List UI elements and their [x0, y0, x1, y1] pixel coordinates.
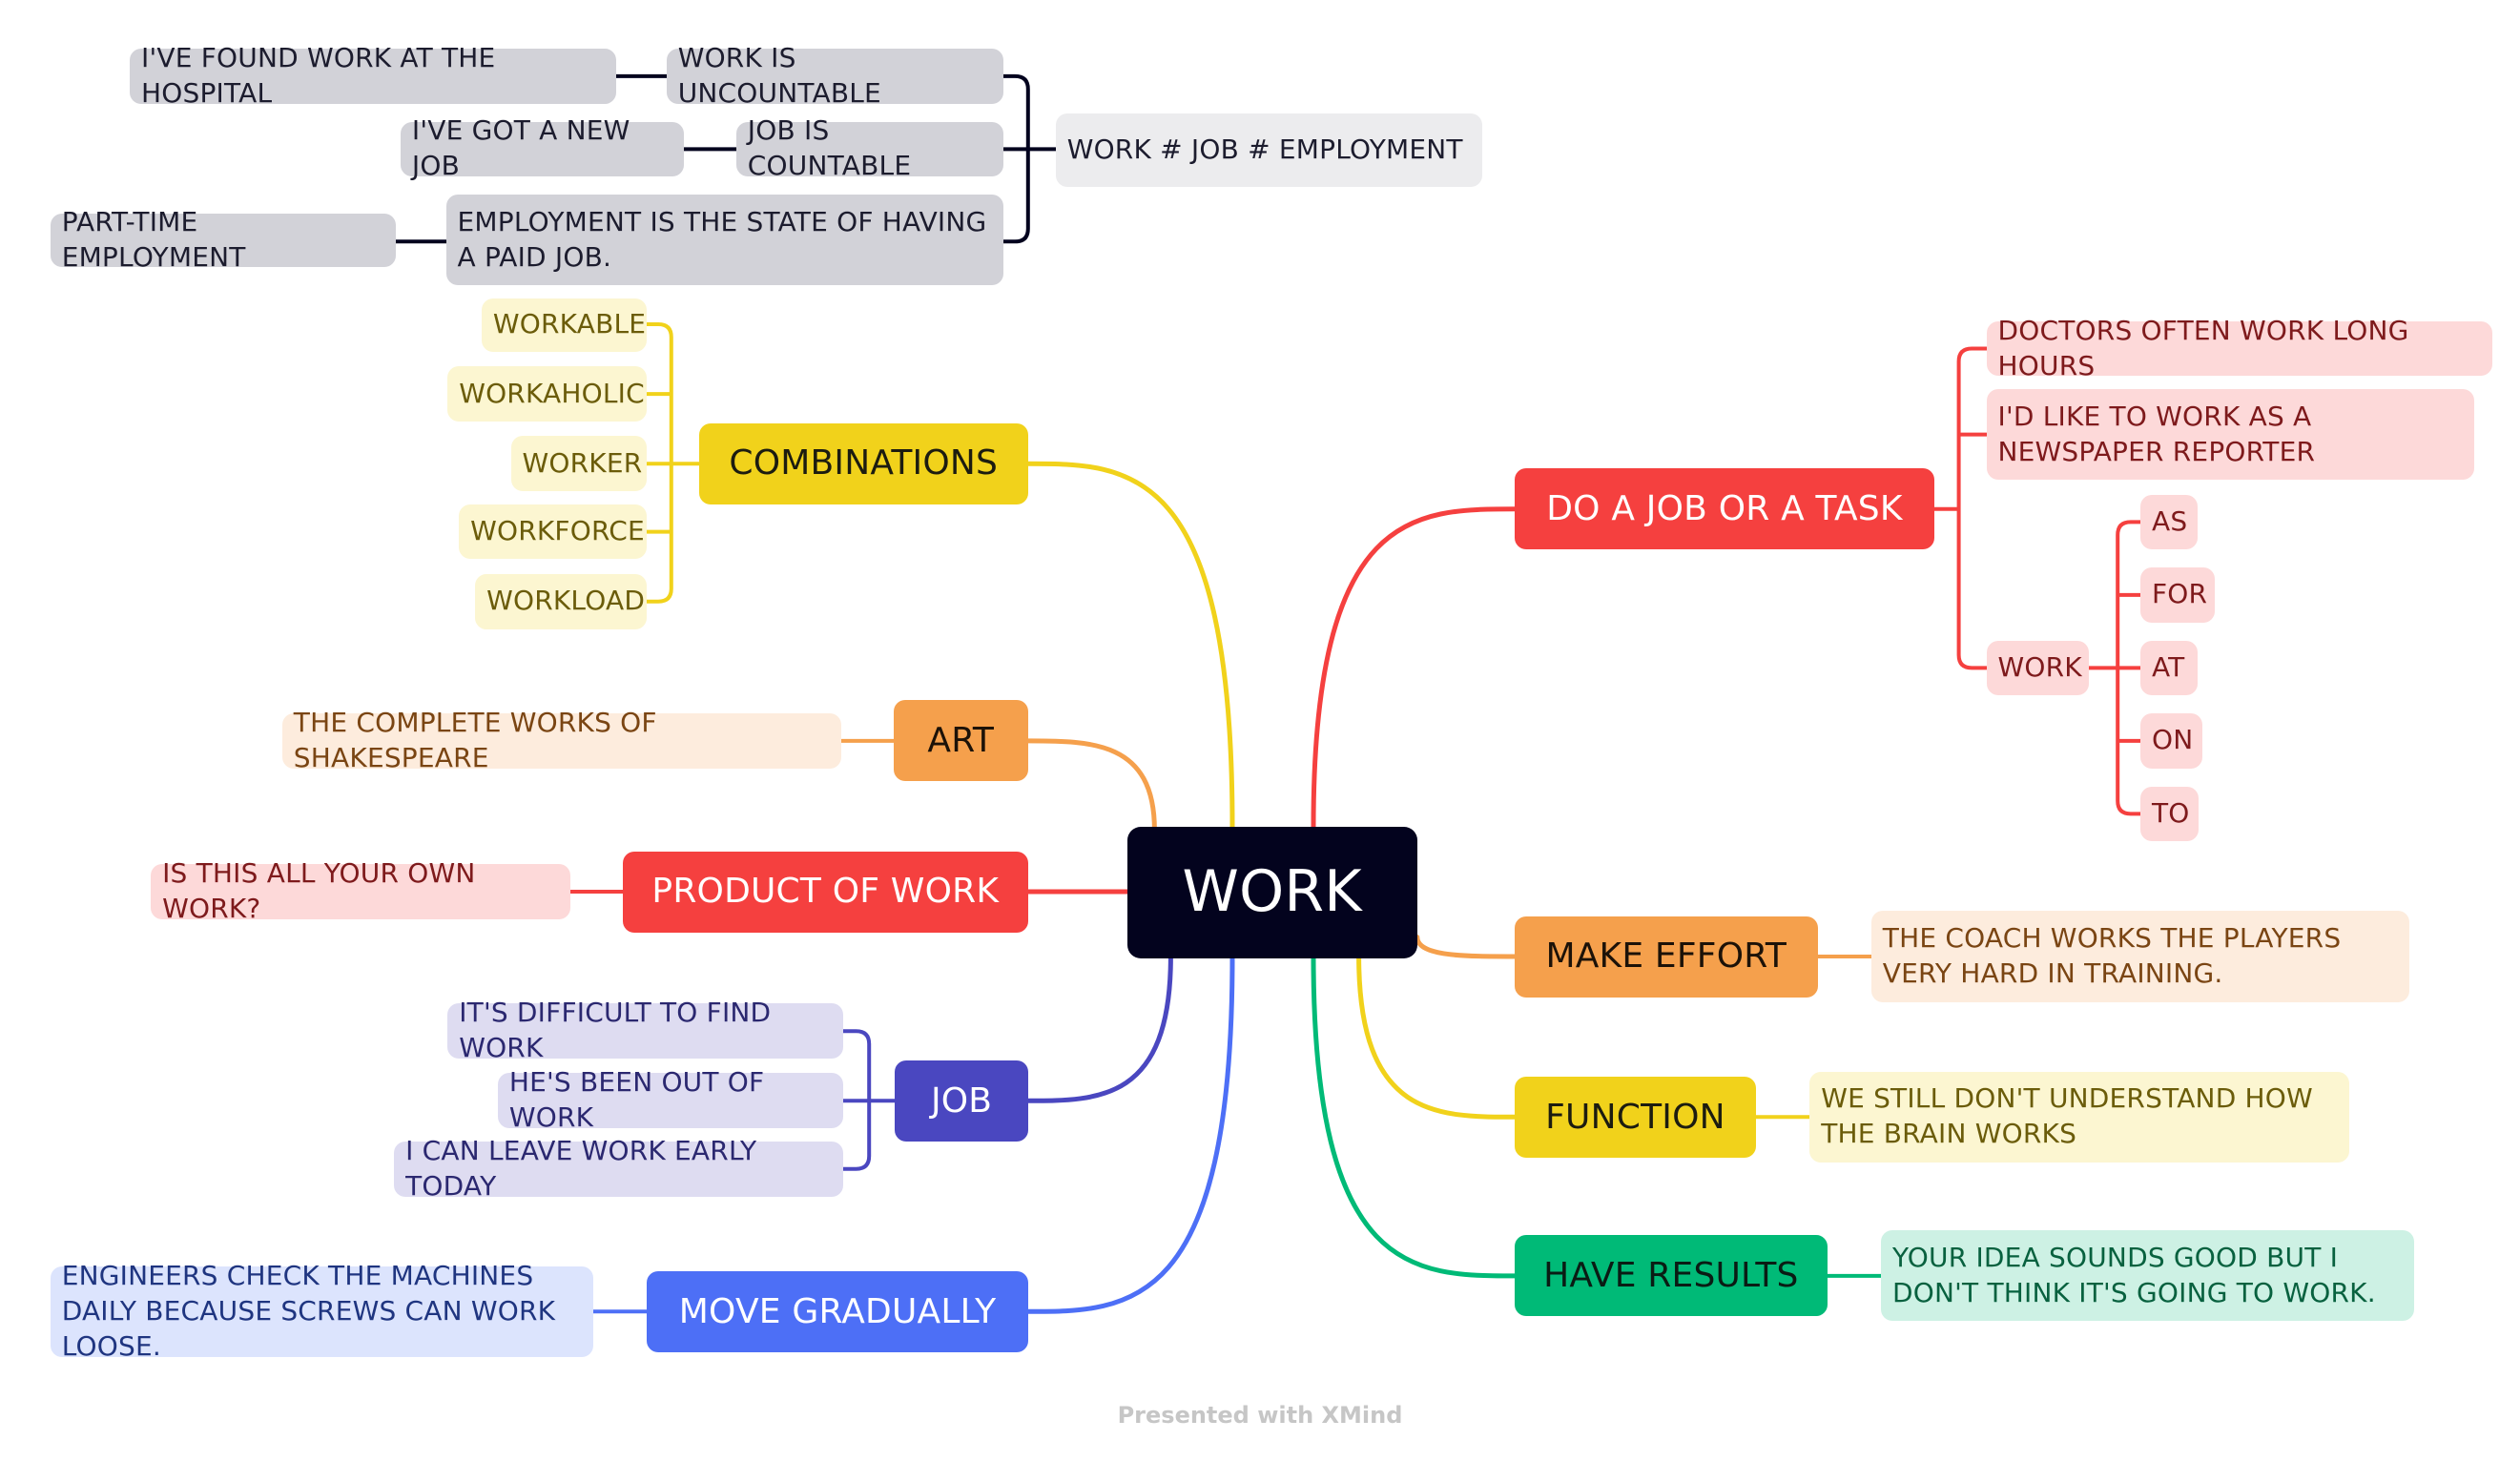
branch-job[interactable]: JOB: [895, 1060, 1028, 1142]
branch-have-results[interactable]: HAVE RESULTS: [1514, 1235, 1828, 1317]
product-example[interactable]: IS THIS ALL YOUR OWN WORK?: [151, 857, 571, 924]
branch-combinations[interactable]: COMBINATIONS: [698, 422, 1028, 504]
wire-task: [1311, 506, 1518, 830]
top-cluster-title[interactable]: WORK # JOB # EMPLOYMENT: [1055, 113, 1482, 187]
art-example[interactable]: THE COMPLETE WORKS OF SHAKESPEARE: [281, 707, 842, 773]
wire-move: [1025, 954, 1235, 1314]
job-example-3[interactable]: I CAN LEAVE WORK EARLY TODAY: [394, 1135, 843, 1202]
top-item-employment[interactable]: EMPLOYMENT IS THE STATE OF HAVING A PAID…: [445, 195, 1004, 286]
combo-workaholic[interactable]: WORKAHOLIC: [447, 366, 648, 422]
wire-top-cluster: [1002, 73, 1058, 244]
combo-worker[interactable]: WORKER: [510, 436, 648, 492]
wire-job: [1025, 954, 1173, 1103]
function-example[interactable]: WE STILL DON'T UNDERSTAND HOW THE BRAIN …: [1809, 1071, 2350, 1163]
combo-workable[interactable]: WORKABLE: [481, 298, 648, 352]
branch-do-a-job[interactable]: DO A JOB OR A TASK: [1514, 468, 1935, 550]
results-example[interactable]: YOUR IDEA SOUNDS GOOD BUT I DON'T THINK …: [1881, 1230, 2415, 1322]
branch-move-gradually[interactable]: MOVE GRADUALLY: [647, 1270, 1028, 1352]
job-example-1[interactable]: IT'S DIFFICULT TO FIND WORK: [447, 997, 843, 1063]
move-example[interactable]: ENGINEERS CHECK THE MACHINES DAILY BECAU…: [50, 1260, 594, 1362]
wire-task-children: [1932, 346, 1989, 670]
root-node[interactable]: WORK: [1126, 827, 1417, 958]
task-example-1[interactable]: DOCTORS OFTEN WORK LONG HOURS: [1986, 315, 2492, 381]
wire-job-children: [841, 1029, 898, 1171]
wire-effort: [1415, 935, 1518, 959]
top-item-job-countable[interactable]: JOB IS COUNTABLE: [735, 114, 1004, 181]
prep-as[interactable]: AS: [2140, 494, 2198, 550]
wire-art: [1025, 738, 1157, 833]
task-example-2[interactable]: I'D LIKE TO WORK AS A NEWSPAPER REPORTER: [1986, 389, 2475, 481]
combo-workforce[interactable]: WORKFORCE: [459, 504, 648, 560]
effort-example[interactable]: THE COACH WORKS THE PLAYERS VERY HARD IN…: [1870, 911, 2410, 1002]
branch-make-effort[interactable]: MAKE EFFORT: [1514, 916, 1818, 998]
prep-for[interactable]: FOR: [2140, 567, 2216, 623]
combo-workload[interactable]: WORKLOAD: [475, 573, 648, 629]
top-item-work-example[interactable]: I'VE FOUND WORK AT THE HOSPITAL: [130, 42, 616, 109]
footer-credit: Presented with XMind: [1117, 1402, 1403, 1429]
branch-product-of-work[interactable]: PRODUCT OF WORK: [622, 851, 1028, 933]
prep-at[interactable]: AT: [2140, 640, 2198, 696]
task-work-node[interactable]: WORK: [1986, 640, 2089, 696]
top-item-job-example[interactable]: I'VE GOT A NEW JOB: [400, 114, 685, 181]
wire-prepositions: [2086, 520, 2142, 816]
wire-combinations: [1025, 461, 1235, 830]
branch-function[interactable]: FUNCTION: [1514, 1076, 1757, 1158]
job-example-2[interactable]: HE'S BEEN OUT OF WORK: [497, 1066, 843, 1133]
prep-on[interactable]: ON: [2140, 713, 2202, 769]
top-item-work-uncountable[interactable]: WORK IS UNCOUNTABLE: [666, 42, 1004, 109]
prep-to[interactable]: TO: [2140, 786, 2200, 842]
wire-results: [1311, 954, 1518, 1279]
top-item-employment-example[interactable]: PART-TIME EMPLOYMENT: [50, 206, 396, 273]
wire-function: [1356, 954, 1518, 1120]
branch-art[interactable]: ART: [893, 700, 1028, 782]
wire-combo-children: [645, 322, 701, 604]
